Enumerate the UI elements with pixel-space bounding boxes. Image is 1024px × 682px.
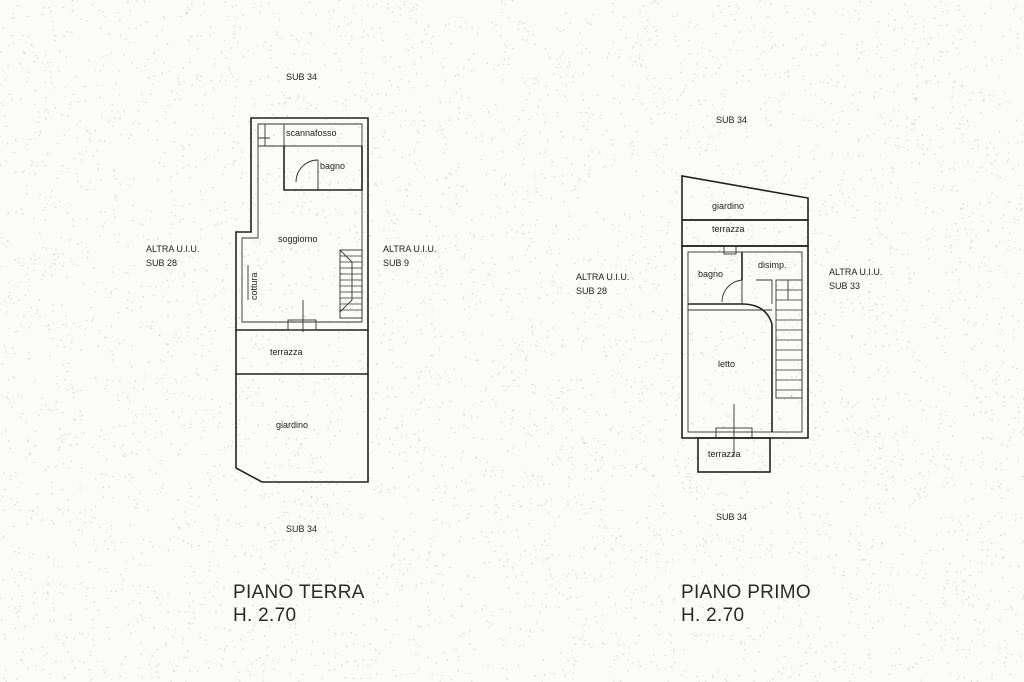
first-floor-terrazza-bottom [697, 437, 771, 473]
bagno-door-arc [295, 159, 319, 190]
first-floor-disimp-curve [741, 303, 773, 432]
room-first-terrazza-bottom-label: terrazza [708, 449, 741, 459]
first-left-uiu-label: ALTRA U.I.U. [576, 272, 629, 282]
first-floor-caption: PIANO PRIMO H. 2.70 [681, 581, 811, 627]
first-floor-height: H. 2.70 [681, 605, 745, 626]
first-floor-title: PIANO PRIMO [681, 582, 811, 603]
ground-floor-giardino [235, 374, 369, 483]
first-floor-bagno-door-arc [721, 279, 743, 304]
first-floor-staircase [775, 279, 803, 399]
first-floor-terrazza-top [681, 219, 809, 247]
ground-floor-terrazza [235, 330, 369, 375]
ground-floor-inner-walls [241, 123, 363, 323]
room-cottura-label: cottura [249, 272, 259, 300]
first-floor-plan: SUB 34 SUB 34 ALTRA U.I.U. SUB 28 ALTRA … [576, 115, 882, 522]
room-letto-label: letto [718, 359, 735, 369]
ground-left-sub-label: SUB 28 [146, 258, 177, 268]
room-disimp-label: disimp. [758, 260, 787, 270]
first-right-sub-label: SUB 33 [829, 281, 860, 291]
ground-floor-plan: SUB 34 SUB 34 ALTRA U.I.U. SUB 28 ALTRA … [146, 72, 436, 534]
bagno-walls [283, 146, 363, 191]
first-right-uiu-label: ALTRA U.I.U. [829, 267, 882, 277]
ground-floor-staircase [339, 249, 363, 319]
ground-bottom-sub-label: SUB 34 [286, 524, 317, 534]
room-first-giardino-label: giardino [712, 201, 744, 211]
first-top-sub-label: SUB 34 [716, 115, 747, 125]
ground-floor-caption: PIANO TERRA H. 2.70 [233, 581, 365, 627]
room-scannafosso-label: scannafosso [286, 128, 337, 138]
first-bottom-sub-label: SUB 34 [716, 512, 747, 522]
room-first-bagno-label: bagno [698, 269, 723, 279]
room-soggiorno-label: soggiorno [278, 234, 318, 244]
room-first-terrazza-top-label: terrazza [712, 224, 745, 234]
room-terrazza-label: terrazza [270, 347, 303, 357]
room-bagno-label: bagno [320, 161, 345, 171]
ground-floor-height: H. 2.70 [233, 605, 297, 626]
ground-right-sub-label: SUB 9 [383, 258, 409, 268]
ground-right-uiu-label: ALTRA U.I.U. [383, 244, 436, 254]
first-floor-giardino [681, 175, 809, 221]
ground-left-uiu-label: ALTRA U.I.U. [146, 244, 199, 254]
ground-floor-title: PIANO TERRA [233, 582, 365, 603]
first-left-sub-label: SUB 28 [576, 286, 607, 296]
ground-top-sub-label: SUB 34 [286, 72, 317, 82]
scannafosso-walls [257, 124, 362, 147]
room-giardino-label: giardino [276, 420, 308, 430]
first-floor-bagno-walls [688, 252, 743, 305]
